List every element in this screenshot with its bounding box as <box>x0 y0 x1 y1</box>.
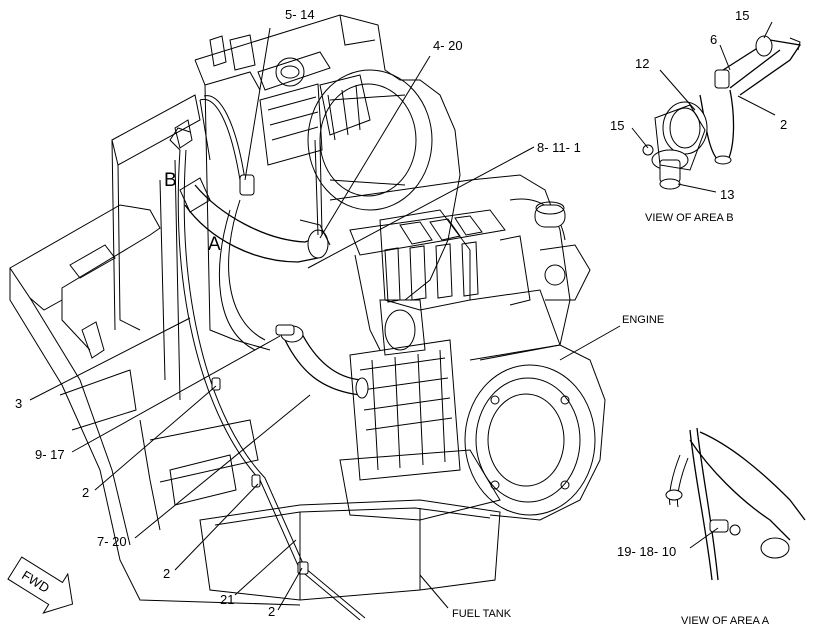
callout-19-18-10: 19- 18- 10 <box>617 544 676 559</box>
caption-view-area-b: VIEW OF AREA B <box>645 212 734 224</box>
callout-4-20: 4- 20 <box>433 38 463 53</box>
callout-fuel-tank: FUEL TANK <box>452 608 512 620</box>
fwd-arrow <box>7 556 74 614</box>
callout-9-17: 9- 17 <box>35 447 65 462</box>
callout-12: 12 <box>635 56 649 71</box>
callout-8-11-1: 8- 11- 1 <box>537 140 581 155</box>
callout-15-top: 15 <box>735 8 749 23</box>
caption-view-area-a: VIEW OF AREA A <box>681 615 770 627</box>
callout-2-b: 2 <box>163 566 170 581</box>
area-b-detail <box>642 35 802 190</box>
radiator <box>194 14 461 351</box>
callout-engine: ENGINE <box>622 314 664 326</box>
fuel-tank <box>199 499 501 601</box>
chassis-frame <box>9 94 301 606</box>
callout-13: 13 <box>720 187 734 202</box>
upper-hose <box>179 177 331 263</box>
callout-2-right: 2 <box>780 117 787 132</box>
callout-5-14: 5- 14 <box>285 7 315 22</box>
leader-lines <box>29 21 776 611</box>
area-a-detail <box>665 427 806 581</box>
area-a-marker: A <box>208 234 221 255</box>
callout-2-c: 2 <box>268 604 275 619</box>
callout-6: 6 <box>710 32 717 47</box>
engine-block <box>329 174 591 521</box>
callout-7-20: 7- 20 <box>97 534 127 549</box>
fuel-lines <box>169 95 366 621</box>
flywheel-housing <box>464 344 606 521</box>
callout-labels: 5- 14 4- 20 8- 11- 1 15 6 12 15 2 13 VIE… <box>15 7 787 627</box>
callout-21: 21 <box>220 592 234 607</box>
lower-hose <box>275 324 369 399</box>
callout-15-left: 15 <box>610 118 624 133</box>
callout-2-a: 2 <box>82 485 89 500</box>
area-b-marker: B <box>164 170 177 191</box>
callout-3: 3 <box>15 396 22 411</box>
